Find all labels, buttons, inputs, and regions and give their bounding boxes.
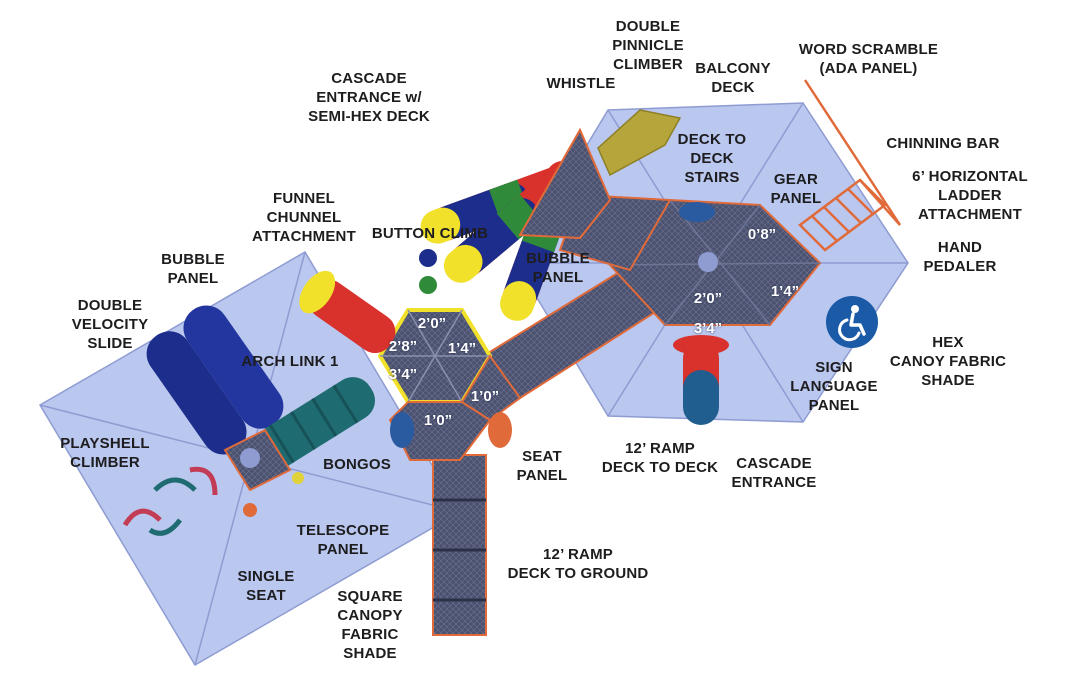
label-deck-to-deck-stairs: DECK TO DECK STAIRS [677, 131, 747, 186]
funnel-chunnel [299, 270, 396, 353]
arch-link-tube [256, 377, 375, 469]
deck-height-left-upper-right: 1’4” [447, 340, 477, 357]
label-seat-panel: SEAT PANEL [516, 448, 568, 484]
deck-height-left-bottom: 1’0” [423, 412, 453, 429]
horizontal-ladder [798, 79, 902, 252]
cascade-tubes [420, 127, 612, 321]
deck-height-right-20: 2’0” [693, 290, 723, 307]
label-gear-panel: GEAR PANEL [770, 171, 822, 207]
left-deck-cluster [377, 308, 522, 461]
deck-height-left-lower-left: 3’4” [388, 366, 418, 383]
label-whistle: WHISTLE [546, 75, 616, 92]
label-ramp-deck-to-ground: 12’ RAMP DECK TO GROUND [507, 546, 649, 582]
label-funnel-chunnel: FUNNEL CHUNNEL ATTACHMENT [252, 190, 356, 245]
label-cascade-entrance: CASCADE ENTRANCE [731, 455, 817, 491]
label-square-canopy: SQUARE CANOPY FABRIC SHADE [337, 588, 403, 662]
deck-height-right-14: 1’4” [770, 283, 800, 300]
deck-height-left-upper-left: 2’8” [388, 338, 418, 355]
label-double-pinnicle-climber: DOUBLE PINNICLE CLIMBER [612, 18, 684, 73]
single-seat [243, 503, 257, 517]
cascade-entrance-slide [673, 335, 729, 425]
label-ramp-deck-to-deck: 12’ RAMP DECK TO DECK [601, 440, 719, 476]
label-horizontal-ladder: 6’ HORIZONTAL LADDER ATTACHMENT [912, 168, 1028, 223]
label-button-climb: BUTTON CLIMB [371, 225, 489, 242]
double-pinnicle-climber [597, 109, 682, 177]
double-velocity-slide [146, 305, 284, 455]
label-hand-pedaler: HAND PEDALER [923, 239, 997, 275]
bubble-panel-left [390, 412, 414, 448]
label-single-seat: SINGLE SEAT [237, 568, 295, 604]
ramp-deck-to-ground [432, 454, 487, 636]
label-arch-link: ARCH LINK 1 [241, 353, 339, 370]
label-playshell-climber: PLAYSHELL CLIMBER [60, 435, 150, 471]
label-hex-canopy: HEX CANOY FABRIC SHADE [889, 334, 1007, 389]
label-chinning-bar: CHINNING BAR [886, 135, 1000, 152]
bubble-panel-right [679, 202, 715, 222]
label-cascade-entrance-semi-hex: CASCADE ENTRANCE w/ SEMI-HEX DECK [308, 70, 430, 125]
label-word-scramble: WORD SCRAMBLE (ADA PANEL) [798, 41, 939, 77]
seat-panel [488, 412, 512, 448]
label-telescope-panel: TELESCOPE PANEL [296, 522, 390, 558]
label-double-velocity-slide: DOUBLE VELOCITY SLIDE [71, 297, 149, 352]
deck-height-right-08: 0’8” [747, 226, 777, 243]
bongos [292, 472, 304, 484]
label-balcony-deck: BALCONY DECK [695, 60, 771, 96]
deck-height-right-34: 3’4” [693, 320, 723, 337]
label-bubble-panel-right: BUBBLE PANEL [526, 250, 590, 286]
label-bubble-panel-left: BUBBLE PANEL [161, 251, 225, 287]
deck-height-left-center: 1’0” [470, 388, 500, 405]
label-bongos: BONGOS [323, 456, 391, 473]
button-climb-blue [419, 249, 437, 267]
playshell-climber [122, 466, 218, 536]
canopy-center-hex [698, 252, 718, 272]
label-sign-language-panel: SIGN LANGUAGE PANEL [790, 359, 878, 414]
wheelchair-accessibility-icon [826, 296, 878, 348]
button-climb-green [419, 276, 437, 294]
canopy-center-square [240, 448, 260, 468]
deck-height-left-top: 2’0” [417, 315, 447, 332]
